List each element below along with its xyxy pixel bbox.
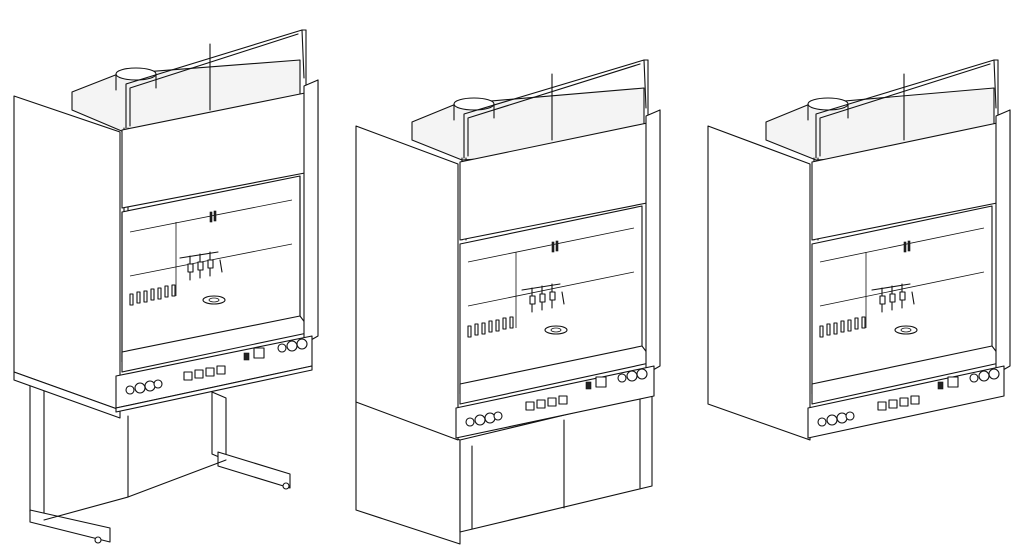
indicator-light <box>585 381 592 390</box>
indicator-light <box>937 381 944 390</box>
exhaust-collar <box>453 97 495 111</box>
fume-hood-benchtop <box>707 59 1011 441</box>
indicator-light <box>243 352 250 361</box>
fume-hood-enclosed-base <box>355 59 661 545</box>
electrical-switches <box>183 365 226 381</box>
power-socket <box>595 376 607 388</box>
cup-sink <box>894 325 918 335</box>
lab-faucets <box>521 240 565 313</box>
power-socket <box>253 347 265 359</box>
exhaust-collar <box>807 97 849 111</box>
lab-faucets <box>179 210 223 281</box>
electrical-switches <box>877 395 920 411</box>
leveling-foot <box>94 536 102 544</box>
service-valves-left <box>817 411 855 427</box>
power-socket <box>947 376 959 388</box>
steel-frame-stand <box>29 377 291 544</box>
baffle-slots <box>467 316 514 338</box>
electrical-switches <box>525 395 568 411</box>
side-panel-left <box>13 95 121 411</box>
service-valves-right <box>969 368 1000 383</box>
service-valves-right <box>617 368 648 383</box>
exhaust-collar <box>115 67 157 81</box>
side-panel-right <box>995 109 1011 375</box>
side-panel-right <box>645 109 661 375</box>
service-valves-left <box>125 379 163 395</box>
service-valves-left <box>465 411 503 427</box>
side-panel-left <box>707 125 811 441</box>
baffle-slots <box>819 316 866 338</box>
baffle-slots <box>129 284 176 306</box>
lab-faucets <box>871 240 915 313</box>
leveling-foot <box>282 482 290 490</box>
cup-sink <box>544 325 568 335</box>
side-panel-left <box>355 125 459 441</box>
side-panel-right <box>303 79 319 345</box>
service-valves-right <box>277 338 308 353</box>
fume-hood-open-frame-stand <box>13 29 319 544</box>
cup-sink <box>202 295 226 305</box>
